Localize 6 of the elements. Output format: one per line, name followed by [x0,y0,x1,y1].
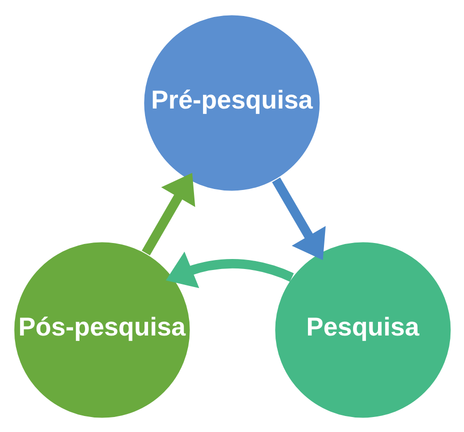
arrow [141,172,195,255]
node-circle: Pós-pesquisa [12,240,190,418]
arrow [165,251,294,288]
arrow [272,177,326,260]
node-circle: Pré-pesquisa [142,14,320,192]
node-circle: Pesquisa [274,240,452,418]
